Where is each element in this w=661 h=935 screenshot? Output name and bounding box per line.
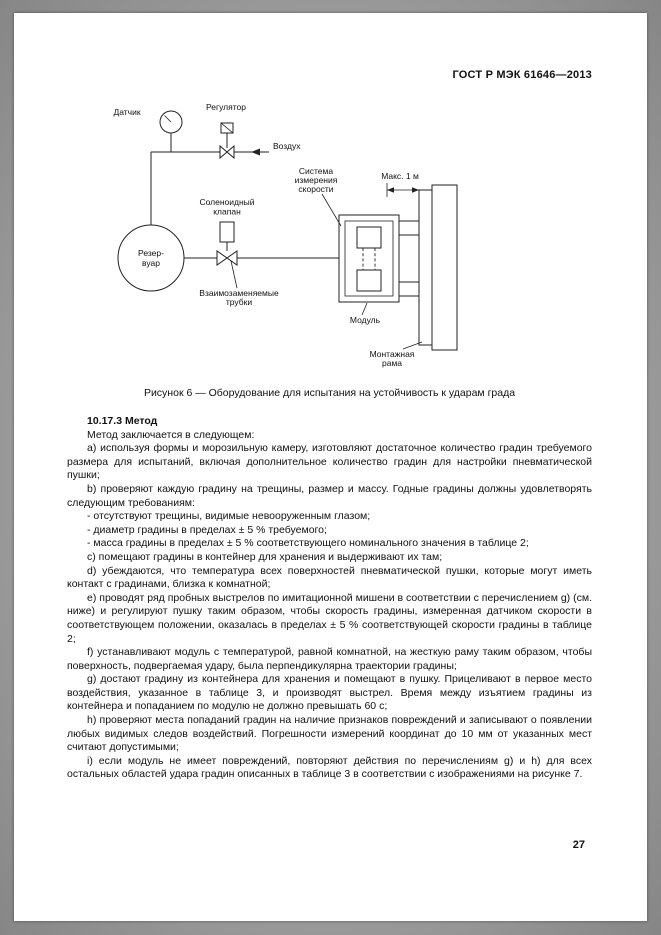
section-heading: 10.17.3 Метод bbox=[87, 415, 158, 427]
list-item-mass: - масса градины в пределах ± 5 % соответ… bbox=[87, 537, 529, 550]
label-tubes-1: Взаимозаменяемые bbox=[199, 288, 279, 298]
label-module: Модуль bbox=[350, 315, 381, 325]
page-number: 27 bbox=[572, 839, 585, 851]
mounting-frame bbox=[418, 184, 458, 351]
label-regulator: Регулятор bbox=[206, 102, 246, 112]
solenoid-valve-icon bbox=[216, 221, 238, 266]
paragraph-f: f) устанавливают модуль с температурой, … bbox=[67, 646, 592, 672]
paragraph-c: с) помещают градины в контейнер для хран… bbox=[87, 550, 443, 563]
section-body: 10.17.3 Метод Метод заключается в следую… bbox=[67, 415, 592, 782]
label-speed-system-1: Система bbox=[299, 166, 334, 176]
label-frame-1: Монтажная bbox=[370, 349, 415, 359]
air-inlet-arrow-icon bbox=[251, 148, 269, 156]
paragraph-h: h) проверяют места попаданий градин на н… bbox=[67, 714, 592, 754]
label-solenoid-2: клапан bbox=[213, 207, 241, 217]
label-reservoir-2: вуар bbox=[142, 258, 160, 268]
leader-lines bbox=[230, 193, 423, 350]
label-frame-2: рама bbox=[382, 358, 402, 368]
label-speed-system-2: измерения bbox=[295, 175, 338, 185]
reservoir-circle bbox=[117, 224, 185, 292]
label-tubes-2: трубки bbox=[226, 297, 252, 307]
label-sensor: Датчик bbox=[113, 107, 140, 117]
module-box bbox=[338, 214, 420, 303]
list-item-cracks: - отсутствуют трещины, видимые невооруже… bbox=[87, 510, 371, 523]
label-solenoid-1: Соленоидный bbox=[199, 197, 254, 207]
paragraph-i: i) если модуль не имеет повреждений, пов… bbox=[67, 754, 592, 781]
paragraph-d: d) убеждаются, что температура всех пове… bbox=[67, 564, 592, 591]
document-header: ГОСТ Р МЭК 61646—2013 bbox=[452, 69, 592, 81]
label-air: Воздух bbox=[273, 141, 301, 151]
label-reservoir-1: Резер- bbox=[138, 248, 164, 258]
label-max-distance: Макс. 1 м bbox=[381, 171, 419, 181]
list-item-diameter: - диаметр градины в пределах ± 5 % требу… bbox=[87, 523, 327, 536]
section-intro: Метод заключается в следующем: bbox=[87, 428, 255, 441]
label-speed-system-3: скорости bbox=[298, 184, 333, 194]
paragraph-e: е) проводят ряд пробных выстрелов по ими… bbox=[67, 591, 592, 645]
paragraph-a: а) используя формы и морозильную камеру,… bbox=[67, 442, 592, 482]
paragraph-g: g) достают градину из контейнера для хра… bbox=[67, 673, 592, 713]
document-page: ГОСТ Р МЭК 61646—2013 bbox=[14, 13, 647, 921]
regulator-valve-icon bbox=[219, 122, 235, 160]
dimension-max-1m bbox=[386, 183, 419, 197]
pipes bbox=[150, 133, 339, 259]
pressure-gauge-icon bbox=[159, 110, 183, 134]
paragraph-b: b) проверяют каждую градину на трещины, … bbox=[67, 482, 592, 509]
figure-6-diagram: Датчик Регулятор Воздух Система измерени… bbox=[113, 102, 458, 368]
figure-caption: Рисунок 6 — Оборудование для испытания н… bbox=[143, 387, 516, 399]
